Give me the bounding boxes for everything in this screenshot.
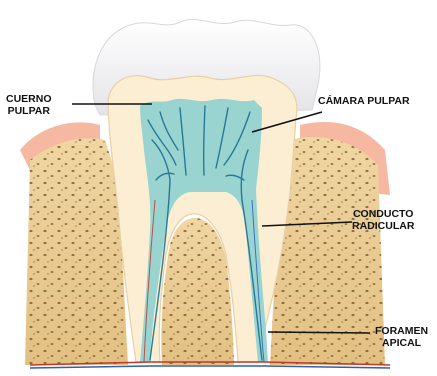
label-foramen-apical-line1: FORAMEN (375, 325, 428, 337)
label-conducto-radicular-line2: RADICULAR (352, 220, 414, 232)
label-conducto-radicular: CONDUCTO RADICULAR (352, 208, 414, 232)
label-foramen-apical: FORAMEN APICAL (375, 325, 428, 349)
label-camara-pulpar-line1: CÁMARA PULPAR (318, 95, 410, 107)
label-cuerno-pulpar: CUERNO PULPAR (6, 93, 52, 117)
label-foramen-apical-line2: APICAL (375, 337, 428, 349)
label-camara-pulpar: CÁMARA PULPAR (318, 95, 410, 107)
label-cuerno-pulpar-line2: PULPAR (6, 105, 52, 117)
leader-foramen-apical (268, 332, 370, 333)
label-conducto-radicular-line1: CONDUCTO (352, 208, 414, 220)
label-cuerno-pulpar-line1: CUERNO (6, 93, 52, 105)
